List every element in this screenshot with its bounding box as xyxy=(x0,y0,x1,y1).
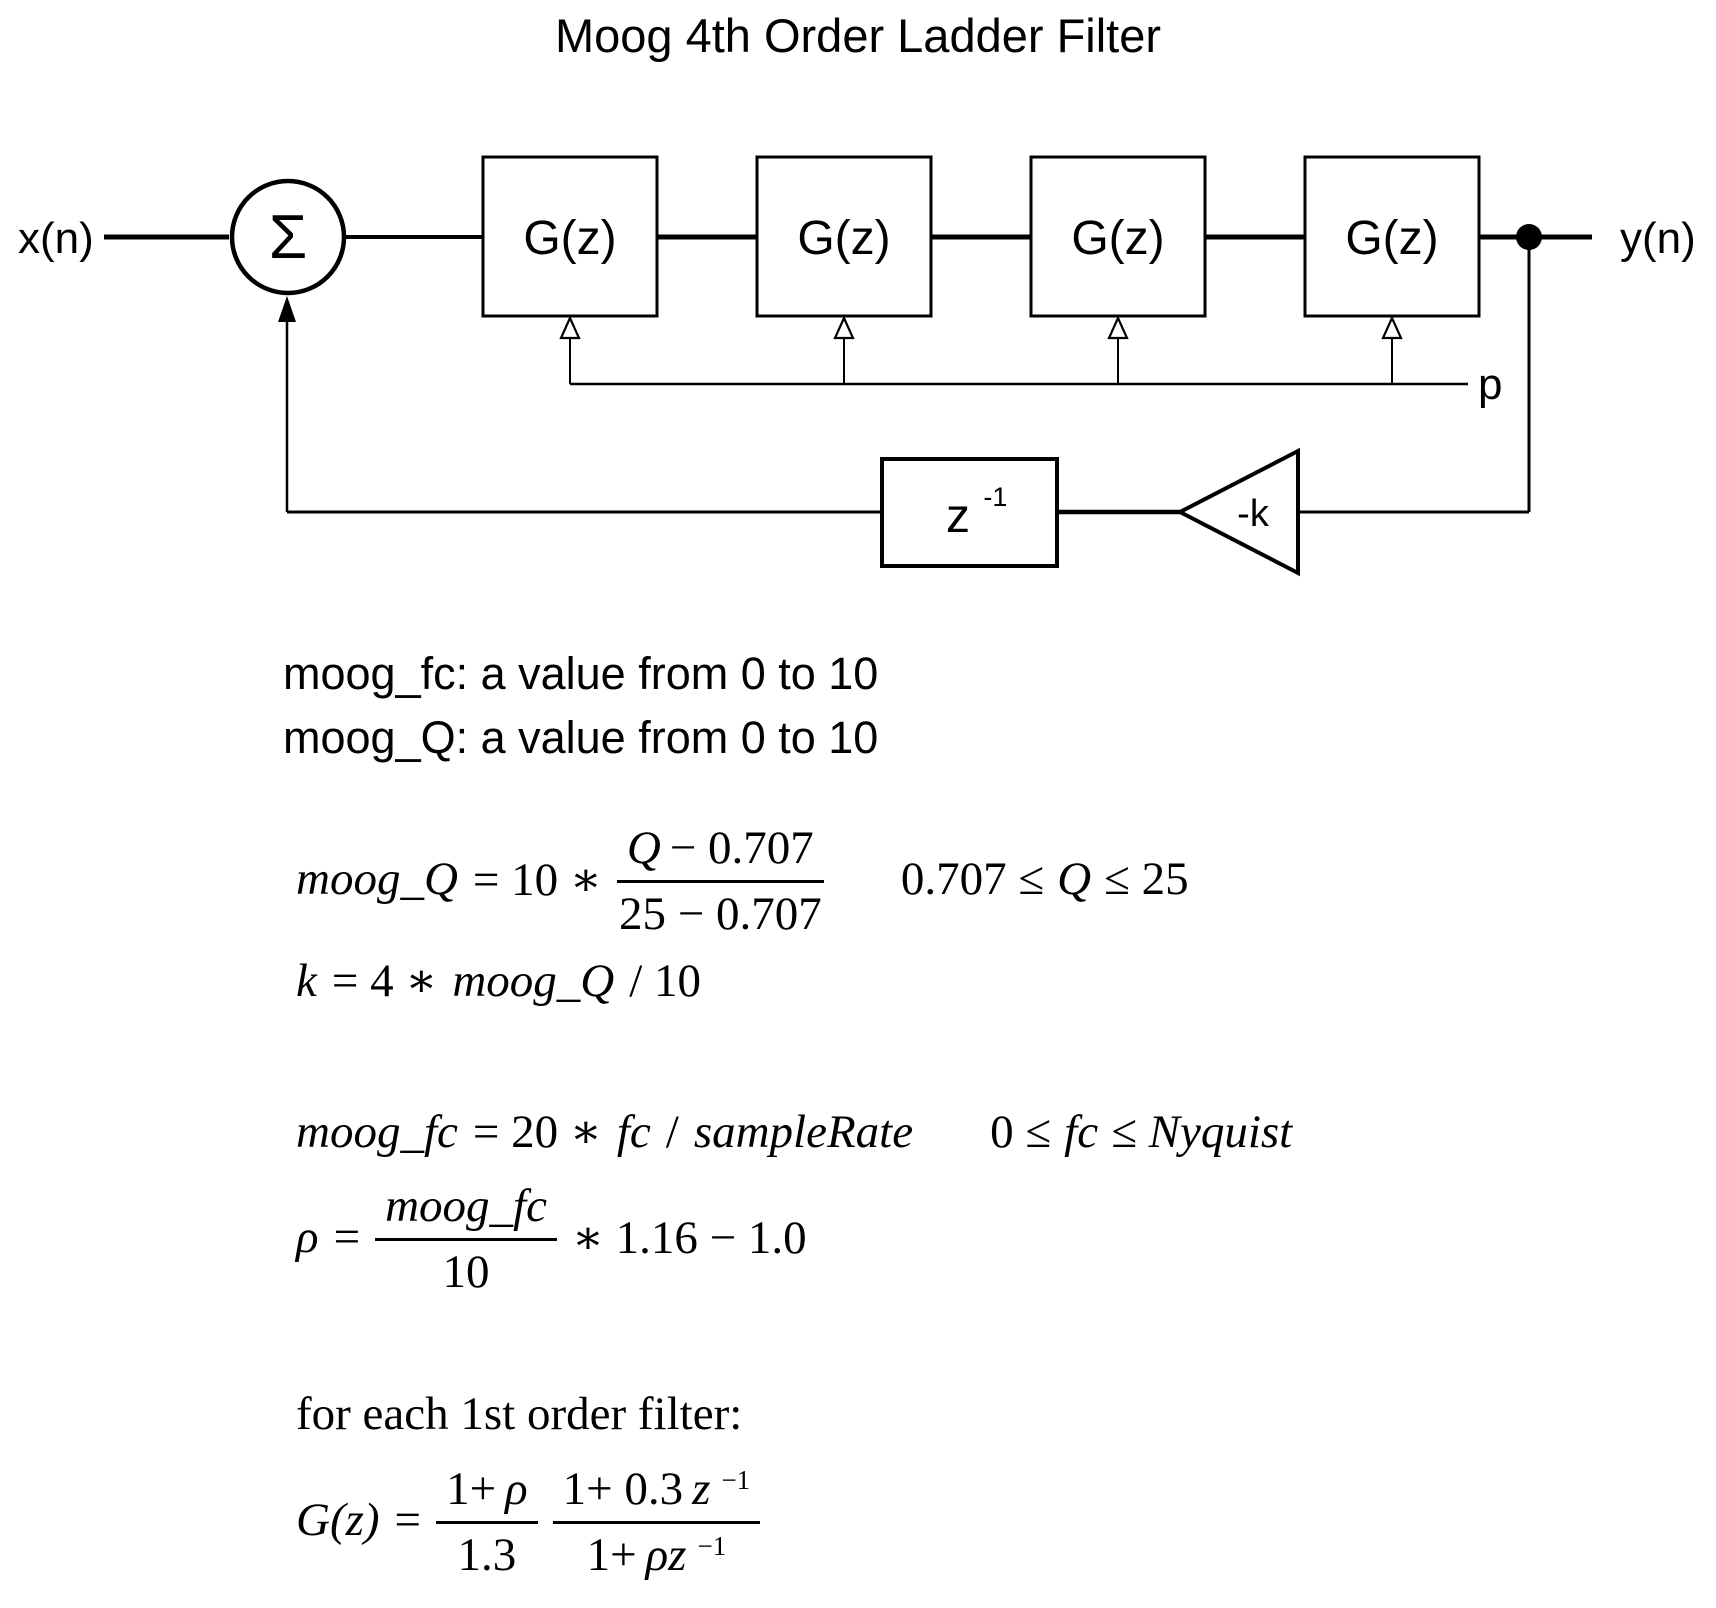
k-lhs: k xyxy=(296,955,317,1007)
gz-fraction-1: 1+ ρ 1.3 xyxy=(436,1458,538,1582)
gz-f2-den-var: ρz xyxy=(645,1529,687,1581)
moog-q-constraint: 0.707 ≤ Q ≤ 25 xyxy=(901,852,1189,906)
formula-moog-fc: moog_fc = 20 ∗ fc / sampleRate 0 ≤ fc ≤ … xyxy=(296,1104,1292,1159)
gz-f1-den: 1.3 xyxy=(457,1529,517,1581)
p-arrowhead-open-icon xyxy=(1381,315,1403,340)
filter-block-2-label: G(z) xyxy=(797,212,890,265)
k-var: moog_Q xyxy=(452,955,615,1007)
sum-sigma-symbol: Σ xyxy=(269,203,307,272)
gz-eq: = xyxy=(394,1494,422,1546)
k-op: = 4 ∗ xyxy=(331,955,438,1007)
filter-block-4-label: G(z) xyxy=(1345,212,1438,265)
rho-post: ∗ 1.16 − 1.0 xyxy=(571,1211,807,1264)
constraint-var: Q xyxy=(1057,853,1092,905)
gz-f1-num-var: ρ xyxy=(505,1463,528,1515)
moog-q-num-rest: − 0.707 xyxy=(669,822,814,874)
gz-f2-den-pre: 1+ xyxy=(586,1529,637,1581)
moog-fc-var: fc xyxy=(616,1106,651,1158)
gz-f2-num-var: z xyxy=(692,1463,711,1515)
output-junction-dot xyxy=(1516,224,1542,250)
constraint-pre: 0.707 ≤ xyxy=(900,853,1045,905)
moog-q-num-var: Q xyxy=(626,822,661,874)
delay-block xyxy=(880,457,1059,568)
gz-f1-num-pre: 1+ xyxy=(446,1463,497,1515)
rho-num: moog_fc xyxy=(385,1180,547,1232)
p-arrow-1 xyxy=(559,315,581,384)
first-order-intro: for each 1st order filter: xyxy=(296,1387,742,1441)
formula-rho: ρ = moog_fc 10 ∗ 1.16 − 1.0 xyxy=(296,1175,807,1299)
gz-f2-den-exp: −1 xyxy=(697,1531,727,1562)
gz-f2-num-pre: 1+ 0.3 xyxy=(562,1463,684,1515)
p-arrowhead-open-icon xyxy=(833,315,855,340)
gz-lhs: G(z) xyxy=(296,1494,380,1546)
moog-q-fraction: Q − 0.707 25 − 0.707 xyxy=(616,817,824,941)
feedback-gain-triangle xyxy=(1175,447,1300,577)
constraint-post: ≤ Nyquist xyxy=(1111,1106,1293,1158)
intro-text: for each 1st order filter: xyxy=(296,1388,743,1440)
moog-fc-lhs: moog_fc xyxy=(296,1106,458,1158)
moog-q-op: = 10 ∗ xyxy=(472,853,602,906)
rho-eq: = xyxy=(333,1211,361,1263)
formula-k: k = 4 ∗ moog_Q / 10 xyxy=(296,953,701,1008)
filter-block-3 xyxy=(1029,155,1207,318)
delay-base: z xyxy=(946,490,970,543)
formula-moog-q: moog_Q = 10 ∗ Q − 0.707 25 − 0.707 0.707… xyxy=(296,817,1189,941)
filter-block-1-label: G(z) xyxy=(523,212,616,265)
delay-block-label: z -1 xyxy=(946,482,1007,543)
output-signal-label: y(n) xyxy=(1620,214,1696,263)
moog-q-lhs: moog_Q xyxy=(296,853,458,905)
constraint-post: ≤ 25 xyxy=(1104,853,1189,905)
feedback-gain-label: -k xyxy=(1237,493,1270,535)
gz-f2-num-exp: −1 xyxy=(721,1465,751,1496)
moog-fc-constraint: 0 ≤ fc ≤ Nyquist xyxy=(990,1105,1292,1159)
delay-exponent: -1 xyxy=(983,482,1007,512)
page-title: Moog 4th Order Ladder Filter xyxy=(554,9,1162,62)
filter-block-3-label: G(z) xyxy=(1071,212,1164,265)
input-signal-label: x(n) xyxy=(18,214,94,263)
rho-lhs: ρ xyxy=(296,1211,319,1263)
p-arrow-2 xyxy=(833,315,855,384)
p-parameter-label: p xyxy=(1478,360,1502,409)
moog-q-den: 25 − 0.707 xyxy=(618,888,822,940)
filter-block-1 xyxy=(481,155,659,318)
rho-fraction: moog_fc 10 xyxy=(375,1175,557,1299)
moog-fc-op: = 20 ∗ xyxy=(472,1106,602,1158)
feedback-arrowhead-icon xyxy=(278,296,296,322)
p-arrow-4 xyxy=(1381,315,1403,384)
constraint-var: fc xyxy=(1064,1106,1099,1158)
rho-den: 10 xyxy=(442,1246,490,1298)
p-arrowhead-open-icon xyxy=(559,315,581,340)
block-diagram: x(n) Σ G(z) G(z) G(z) G(z) y(n) p -k xyxy=(18,155,1696,577)
p-arrow-3 xyxy=(1107,315,1129,384)
param-moog-fc-description: moog_fc: a value from 0 to 10 xyxy=(283,648,879,699)
moog-fc-slash: / xyxy=(665,1106,679,1158)
p-arrowhead-open-icon xyxy=(1107,315,1129,340)
constraint-pre: 0 ≤ xyxy=(990,1106,1052,1158)
k-post: / 10 xyxy=(629,955,702,1007)
param-moog-q-description: moog_Q: a value from 0 to 10 xyxy=(283,712,879,763)
moog-fc-var2: sampleRate xyxy=(693,1106,914,1158)
